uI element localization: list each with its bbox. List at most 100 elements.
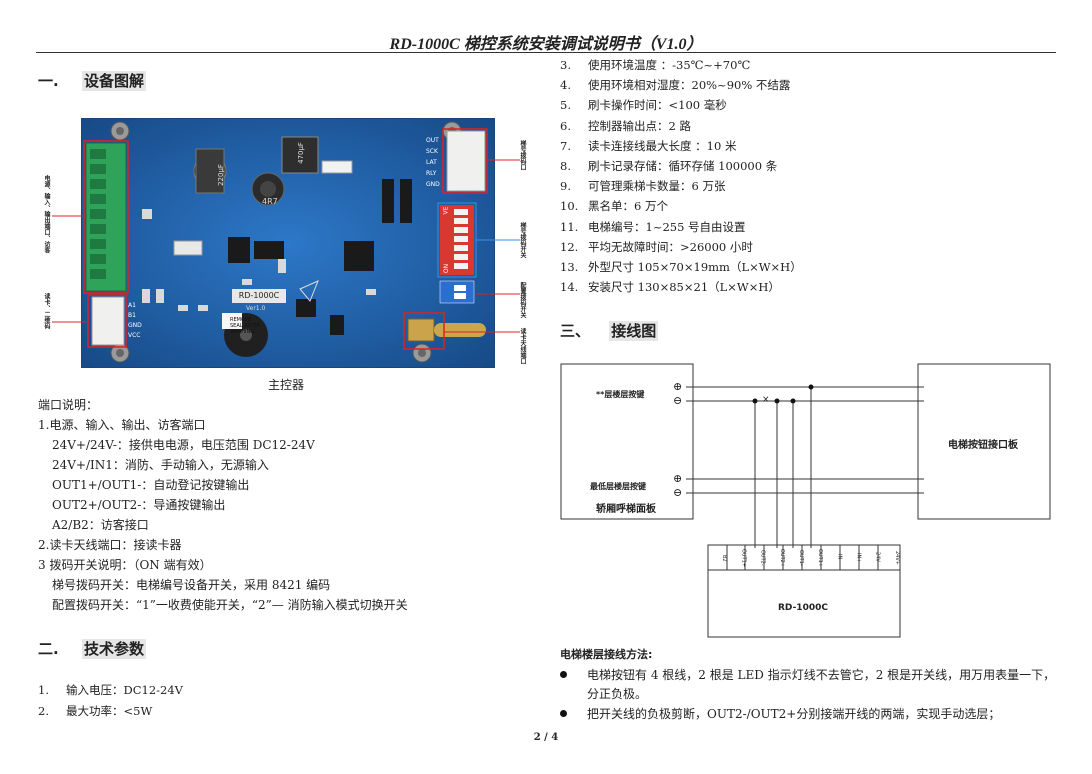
board-pin: GND: [128, 322, 142, 329]
port-desc-title: 端口说明：: [38, 398, 99, 412]
section-3-number: 三、: [560, 322, 591, 340]
spec-item: 14. 安装尺寸 130×85×21（L×W×H）: [560, 279, 802, 299]
board-model-label: RD-1000C: [232, 289, 286, 303]
spec-number: 10.: [560, 199, 579, 214]
board-pin: SCK: [426, 148, 438, 155]
section-1-number: 一.: [38, 72, 59, 90]
photo-label-elevator-port: 梯号拨码口: [519, 140, 526, 170]
spec-text: 可管理乘梯卡数量：6 万张: [588, 179, 726, 194]
spec-text: 平均无故障时间：>26000 小时: [588, 239, 753, 254]
photo-label-power-port: 电源、输入、输出端口、访客: [43, 175, 50, 253]
panel-box-left: [560, 363, 694, 520]
terminal-plus: ⊕: [673, 380, 683, 393]
controller-pin: 24V+: [893, 551, 900, 565]
bullet-text: 电梯按钮有 4 根线，2 根是 LED 指示灯线不去管它，2 根是开关线，用万用…: [587, 668, 1056, 701]
wire-cut-mark: ×: [762, 395, 770, 405]
bullet-dot: [560, 671, 567, 678]
spec-item: 3. 使用环境温度 ：-35℃~+70℃: [560, 57, 802, 77]
spec-item: 9. 可管理乘梯卡数量：6 万张: [560, 178, 802, 198]
board-pin: A1: [128, 302, 136, 309]
section-3-title: 接线图: [609, 321, 659, 341]
controller-pin: OUT1+: [740, 548, 747, 568]
board-pin: RLY: [426, 170, 437, 177]
terminal-minus: ⊖: [673, 486, 683, 499]
spec-number: 13.: [560, 259, 579, 274]
controller-pin: OUT1-: [797, 550, 804, 566]
photo-label-antenna-port: 读卡天线端口: [519, 328, 526, 364]
elevator-interface-board-label: 电梯按钮接口板: [948, 440, 1018, 451]
terminal-plus: ⊕: [673, 472, 683, 485]
spec-number: 2.: [38, 704, 49, 718]
spec-number: 8.: [560, 158, 571, 173]
bullet-text: 把开关线的负极剪断，OUT2-/OUT2+分别接端开线的两端，实现手动选层；: [587, 707, 1001, 721]
spec-text: 读卡连接线最大长度 ：10 米: [588, 138, 737, 153]
controller-pin: IN+: [855, 553, 862, 563]
list-item: A2/B2：访客接口: [52, 518, 149, 532]
page-number: 2 / 4: [533, 732, 559, 743]
controller-pin: OUT2+: [778, 548, 785, 568]
board-inductor-label: 4R7: [262, 197, 278, 206]
list-item: 电梯按钮有 4 根线，2 根是 LED 指示灯线不去管它，2 根是开关线，用万用…: [560, 666, 1060, 704]
spec-list-right: 3. 使用环境温度 ：-35℃~+70℃ 4. 使用环境相对湿度：20%~90% 不…: [560, 57, 802, 299]
spec-number: 9.: [560, 179, 571, 194]
section-2-heading: 二. 技术参数: [38, 638, 146, 659]
spec-item: 7.读卡连接线最大长度 ：10 米: [560, 138, 802, 158]
title-rule: [36, 52, 1056, 53]
spec-number: 1.: [38, 683, 49, 697]
spec-text: 最大功率：<5W: [66, 704, 153, 718]
spec-number: 11.: [560, 219, 579, 234]
controller-pin: OUT2-: [759, 550, 766, 566]
controller-pin: B2: [721, 554, 728, 562]
list-item: 24V+/24V-：接供电电源，电压范围 DC12-24V: [52, 438, 315, 452]
section-2-title: 技术参数: [81, 639, 146, 659]
board-pin: GND: [426, 181, 440, 188]
section-1-title: 设备图解: [81, 71, 146, 91]
spec-item: 8.刷卡记录存储：循环存储 100000 条: [560, 158, 802, 178]
board-right-pins: OUT SCK LAT RLY GND: [426, 135, 440, 190]
photo-caption: 主控器: [268, 378, 305, 392]
spec-text: 输入电压：DC12-24V: [66, 683, 183, 697]
board-pin: LAT: [426, 159, 437, 166]
spec-item: 5.刷卡操作时间：<100 毫秒: [560, 97, 802, 117]
wiring-method-title: 电梯楼层接线方法:: [560, 648, 653, 661]
spec-item: 10. 黑名单：6 万个: [560, 198, 802, 218]
spec-text: 控制器输出点：2 路: [588, 118, 691, 133]
list-item: OUT1+/OUT1-：自动登记按键输出: [52, 478, 250, 492]
spec-item: 1. 输入电压：DC12-24V: [38, 682, 183, 698]
list-item: 把开关线的负极剪断，OUT2-/OUT2+分别接端开线的两端，实现手动选层；: [560, 705, 1060, 724]
board-pin: B1: [128, 312, 136, 319]
spec-item: 13.外型尺寸 105×70×19mm（L×W×H）: [560, 259, 802, 279]
port-desc-list: 1.电源、输入、输出、访客端口 24V+/24V-：接供电电源，电压范围 DC1…: [38, 416, 408, 616]
document-title: RD-1000C 梯控系统安装调试说明书（V1.0）: [389, 36, 703, 53]
list-item: 2.读卡天线端口：接读卡器: [38, 538, 182, 552]
photo-label-elevator-dip: 梯号拨码开关: [519, 222, 526, 258]
car-panel-label: 轿厢呼梯面板: [596, 504, 656, 515]
photo-label-reader-port: 读卡、二维码: [43, 293, 50, 329]
spec-item: 11.电梯编号：1~255 号自由设置: [560, 219, 802, 239]
list-item: 3 拨码开关说明：（ON 端有效）: [38, 558, 212, 572]
spec-item: 2. 最大功率：<5W: [38, 703, 152, 719]
list-item: 配置拨码开关：“1”一收费使能开关，“2”— 消防输入模式切换开关: [52, 598, 408, 612]
photo-label-config-dip: 配置拨码开关: [519, 282, 526, 318]
spec-text: 安装尺寸 130×85×21（L×W×H）: [588, 280, 780, 295]
controller-pin: 24V-: [874, 552, 881, 564]
board-pin: VCC: [128, 332, 141, 339]
floor-button-label: **层楼层按键: [596, 390, 645, 399]
lowest-floor-button-label: 最低层楼层按键: [590, 482, 646, 491]
board-pin: OUT: [426, 137, 439, 144]
spec-number: 14.: [560, 280, 579, 295]
spec-number: 3.: [560, 58, 571, 72]
list-item: 24V+/IN1：消防、手动输入，无源输入: [52, 458, 269, 472]
spec-text: 使用环境温度 ：-35℃~+70℃: [588, 58, 751, 72]
bullet-dot: [560, 710, 567, 717]
spec-text: 黑名单：6 万个: [588, 199, 668, 214]
controller-pin-row: B2 OUT1+ OUT2- OUT2+ OUT1- OUT1+ IN- IN+…: [708, 546, 900, 570]
controller-pin: IN-: [836, 554, 843, 562]
spec-text: 使用环境相对湿度：20%~90% 不结露: [588, 78, 791, 93]
spec-item: 12.平均无故障时间：>26000 小时: [560, 239, 802, 259]
list-item: 1.电源、输入、输出、访客端口: [38, 418, 206, 432]
board-version-label: Ver1.0: [246, 305, 266, 312]
spec-number: 4.: [560, 78, 571, 93]
